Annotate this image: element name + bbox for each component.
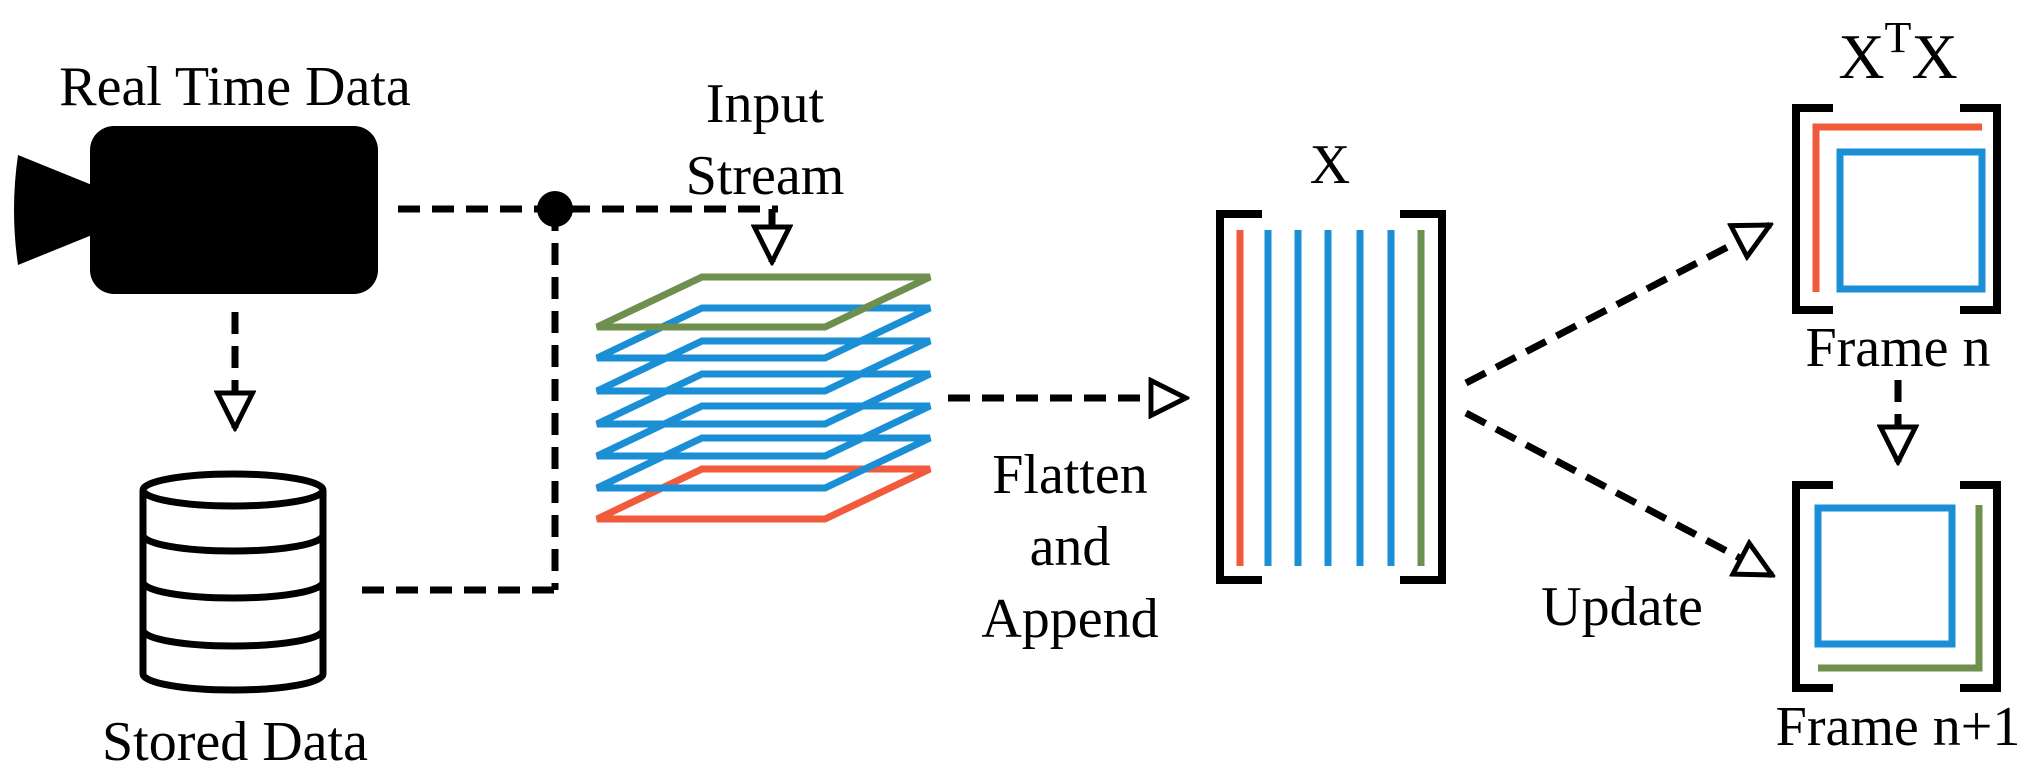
frame-n1-right-bracket bbox=[1960, 481, 2001, 692]
frame-n1-green-corner bbox=[1818, 505, 1983, 672]
frame-n1-matrix bbox=[1792, 481, 2001, 692]
database-icon bbox=[139, 470, 327, 694]
to-frame-n-arrow bbox=[1464, 221, 1770, 387]
stack-frame-red bbox=[595, 465, 932, 523]
xtx-label: XTX bbox=[1838, 13, 1957, 92]
x-matrix-left-bracket bbox=[1216, 210, 1262, 584]
x-matrix-right-bracket bbox=[1400, 210, 1446, 584]
input-label-line1: Input bbox=[706, 73, 825, 135]
stored-data-label: Stored Data bbox=[102, 711, 368, 773]
frame-n-red-corner bbox=[1812, 123, 1982, 292]
x-matrix bbox=[1216, 210, 1446, 584]
video-camera-icon bbox=[14, 126, 378, 294]
stack-frame-blue-1 bbox=[595, 434, 932, 492]
flatten-label-line2: and bbox=[1030, 516, 1111, 578]
x-matrix-label: X bbox=[1310, 134, 1350, 196]
flatten-label-line1: Flatten bbox=[992, 444, 1148, 506]
update-label: Update bbox=[1541, 576, 1703, 638]
frame-n1-blue-square bbox=[1814, 504, 1956, 648]
frame-n-matrix bbox=[1792, 104, 2001, 314]
frame-n-left-bracket bbox=[1792, 104, 1833, 314]
to-frame-n1-arrow bbox=[1464, 409, 1772, 579]
frame-n1-left-bracket bbox=[1792, 481, 1833, 692]
stack-frame-blue-5 bbox=[595, 304, 932, 362]
frame-n-blue-square bbox=[1836, 148, 1986, 293]
frame-n-right-bracket bbox=[1960, 104, 2001, 314]
stack-frame-blue-2 bbox=[595, 402, 932, 460]
real-time-data-label: Real Time Data bbox=[59, 56, 411, 118]
stack-frame-blue-3 bbox=[595, 370, 932, 428]
frame-n-label: Frame n bbox=[1805, 317, 1990, 379]
stack-frame-blue-4 bbox=[595, 337, 932, 395]
frame-n1-label: Frame n+1 bbox=[1776, 696, 2021, 758]
input-label-line2: Stream bbox=[686, 145, 845, 207]
flatten-label-line3: Append bbox=[981, 588, 1158, 650]
stack-frame-green bbox=[595, 273, 932, 331]
frame-stack bbox=[595, 273, 932, 523]
